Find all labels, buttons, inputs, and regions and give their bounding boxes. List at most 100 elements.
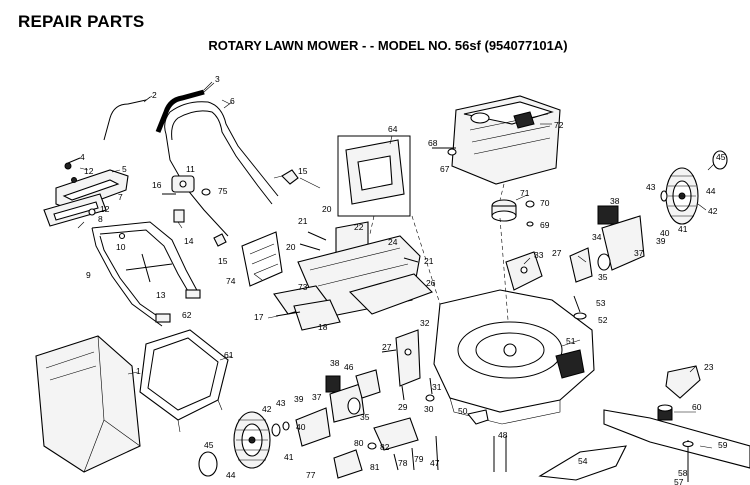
rear-door-assembly <box>241 135 433 331</box>
callout-57: 57 <box>674 477 684 485</box>
callout-51: 51 <box>566 336 576 346</box>
callout-45: 45 <box>204 440 214 450</box>
callout-29: 29 <box>398 402 408 412</box>
callout-40: 40 <box>660 228 670 238</box>
callout-61: 61 <box>224 350 234 360</box>
callout-35: 35 <box>598 272 608 282</box>
callout-39: 39 <box>656 236 666 246</box>
callout-52: 52 <box>598 315 608 325</box>
callout-22: 22 <box>354 222 364 232</box>
callout-37: 37 <box>634 248 644 258</box>
callout-34: 34 <box>592 232 602 242</box>
callout-26: 26 <box>426 278 436 288</box>
callout-9: 9 <box>86 270 91 280</box>
callout-42: 42 <box>708 206 718 216</box>
callout-5: 5 <box>122 164 127 174</box>
callout-82: 82 <box>380 442 390 452</box>
callout-78: 78 <box>398 458 408 468</box>
grass-bag-part-1 <box>35 335 141 473</box>
callout-62: 62 <box>182 310 192 320</box>
callout-53: 53 <box>596 298 606 308</box>
callout-15: 15 <box>298 166 308 176</box>
callout-43: 43 <box>646 182 656 192</box>
callout-41: 41 <box>284 452 294 462</box>
callout-45: 45 <box>716 152 726 162</box>
callout-77: 77 <box>306 470 316 480</box>
callout-40: 40 <box>296 422 306 432</box>
callout-10: 10 <box>116 242 126 252</box>
callout-48: 48 <box>498 430 508 440</box>
lower-handle-part-9 <box>91 221 201 327</box>
callout-42: 42 <box>262 404 272 414</box>
lower-misc-parts <box>333 365 750 482</box>
callout-38: 38 <box>610 196 620 206</box>
callout-73: 73 <box>298 282 308 292</box>
callout-8: 8 <box>98 214 103 224</box>
mower-deck-part-51 <box>411 215 595 425</box>
callout-13: 13 <box>156 290 166 300</box>
callout-33: 33 <box>534 250 544 260</box>
callout-21: 21 <box>298 216 308 226</box>
front-wheel-left <box>198 329 435 477</box>
callout-27: 27 <box>382 342 392 352</box>
callout-75: 75 <box>218 186 228 196</box>
callout-74: 74 <box>226 276 236 286</box>
callout-7: 7 <box>118 192 123 202</box>
callout-35: 35 <box>360 412 370 422</box>
callout-38: 38 <box>330 358 340 368</box>
callout-68: 68 <box>428 138 438 148</box>
callout-30: 30 <box>424 404 434 414</box>
upper-handle-parts <box>103 82 299 247</box>
callout-80: 80 <box>354 438 364 448</box>
callout-71: 71 <box>520 188 530 198</box>
bag-frame-part-61 <box>139 329 229 433</box>
callout-6: 6 <box>230 96 235 106</box>
callout-54: 54 <box>578 456 588 466</box>
callout-23: 23 <box>704 362 714 372</box>
callout-16: 16 <box>152 180 162 190</box>
callout-64: 64 <box>388 124 398 134</box>
callout-20: 20 <box>286 242 296 252</box>
callout-27: 27 <box>552 248 562 258</box>
callout-12: 12 <box>84 166 94 176</box>
callout-21: 21 <box>424 256 434 266</box>
callout-labels: 2 3 6 4 12 5 12 7 8 11 16 75 15 14 15 10… <box>80 74 728 485</box>
callout-24: 24 <box>388 237 398 247</box>
callout-31: 31 <box>432 382 442 392</box>
callout-58: 58 <box>678 468 688 478</box>
callout-20: 20 <box>322 204 332 214</box>
rear-wheel-right <box>505 150 728 320</box>
callout-14: 14 <box>184 236 194 246</box>
callout-39: 39 <box>294 394 304 404</box>
control-box-part-5 <box>43 157 129 229</box>
page-title: REPAIR PARTS <box>18 12 145 31</box>
callout-44: 44 <box>706 186 716 196</box>
callout-18: 18 <box>318 322 328 332</box>
callout-1: 1 <box>136 366 141 376</box>
engine-part-72 <box>432 95 561 227</box>
callout-44: 44 <box>226 470 236 480</box>
callout-50: 50 <box>458 406 468 416</box>
callout-79: 79 <box>414 454 424 464</box>
callout-32: 32 <box>420 318 430 328</box>
callout-72: 72 <box>554 120 564 130</box>
callout-37: 37 <box>312 392 322 402</box>
callout-67: 67 <box>440 164 450 174</box>
callout-70: 70 <box>540 198 550 208</box>
callout-3: 3 <box>215 74 220 84</box>
callout-59: 59 <box>718 440 728 450</box>
callout-12: 12 <box>100 204 110 214</box>
callout-43: 43 <box>276 398 286 408</box>
diagram-title: ROTARY LAWN MOWER - - MODEL NO. 56sf (95… <box>208 38 568 53</box>
callout-69: 69 <box>540 220 550 230</box>
callout-2: 2 <box>152 90 157 100</box>
callout-46: 46 <box>344 362 354 372</box>
callout-11: 11 <box>186 164 195 174</box>
callout-81: 81 <box>370 462 380 472</box>
callout-17: 17 <box>254 312 264 322</box>
callout-4: 4 <box>80 152 85 162</box>
callout-15: 15 <box>218 256 228 266</box>
callout-41: 41 <box>678 224 688 234</box>
leader-lines <box>79 81 715 449</box>
